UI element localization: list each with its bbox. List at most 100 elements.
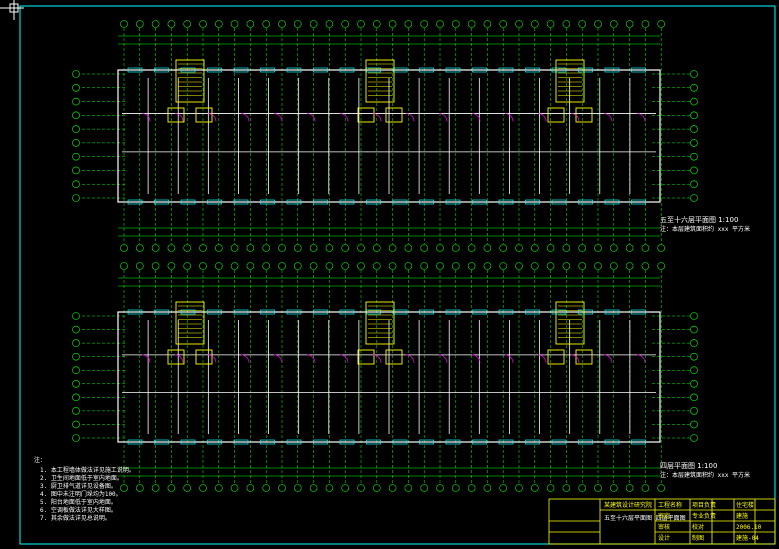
axis-bubble <box>451 244 460 252</box>
elevator-shaft <box>357 107 375 123</box>
window <box>260 309 275 315</box>
axis-bubble <box>530 262 539 270</box>
axis-bubble <box>120 262 128 270</box>
stair-core <box>365 301 395 345</box>
door-swing <box>537 113 547 122</box>
lower-plan-title: 四层平面图 1:100 <box>660 462 717 470</box>
axis-bubble <box>293 262 302 270</box>
axis-bubble <box>293 244 302 252</box>
axis-bubble <box>499 262 508 270</box>
window <box>551 439 567 445</box>
axis-bubble <box>167 244 176 252</box>
note-item: 4. 图中未注明门垛均为100。 <box>40 490 122 498</box>
axis-bubble <box>690 434 698 442</box>
axis-bubble <box>609 20 618 28</box>
axis-bubble <box>72 407 80 415</box>
axis-bubble <box>609 262 618 270</box>
axis-bubble <box>690 180 698 189</box>
elevator-shaft <box>385 349 403 365</box>
stair-core <box>175 301 205 345</box>
title-block-field: 项目负责 <box>692 501 716 509</box>
note-item: 5. 阳台地面低于室内地面。 <box>40 498 117 506</box>
axis-bubble <box>72 152 80 161</box>
axis-bubble <box>499 244 508 252</box>
window <box>127 439 143 445</box>
axis-bubble <box>483 20 492 28</box>
axis-bubble <box>594 244 602 252</box>
window <box>551 67 567 73</box>
window <box>392 67 408 73</box>
door-swing <box>207 113 217 122</box>
axis-bubble <box>278 244 286 252</box>
window <box>604 67 620 73</box>
axis-bubble <box>72 166 80 175</box>
window <box>180 309 196 315</box>
axis-bubble <box>499 20 508 28</box>
window <box>207 67 222 73</box>
window <box>233 439 249 445</box>
axis-bubble <box>483 244 492 252</box>
door-swing <box>273 354 283 363</box>
general-notes: 注： 1. 本工程墙体做法详见施工说明。 2. 卫生间地面低于室内地面。 3. … <box>34 456 135 522</box>
axis-bubble <box>230 484 239 492</box>
window <box>260 439 275 445</box>
axis-bubble <box>262 244 271 252</box>
door-swing <box>174 113 184 122</box>
window <box>631 67 646 73</box>
title-block-value: 2006.10 <box>736 524 762 531</box>
elevator-shaft <box>167 107 185 123</box>
axis-bubble <box>690 111 698 120</box>
note-item: 6. 空调板做法详见大样图。 <box>40 506 117 514</box>
door-swing <box>603 113 613 122</box>
axis-bubble <box>625 484 634 492</box>
axis-bubble <box>388 484 397 492</box>
axis-bubble <box>657 262 666 270</box>
window <box>631 199 646 205</box>
window <box>313 439 328 445</box>
axis-bubble <box>72 180 80 189</box>
title-block-field: 工程名称 <box>658 501 682 509</box>
title-block-field: 设计 <box>658 534 670 542</box>
axis-bubble <box>167 262 176 270</box>
axis-bubble <box>72 325 80 334</box>
door-swing <box>141 354 151 363</box>
elevator-shaft <box>195 107 213 123</box>
axis-bubble <box>436 20 444 28</box>
door-swing <box>339 113 349 122</box>
axis-bubble <box>293 484 302 492</box>
axis-bubble <box>151 484 160 492</box>
axis-bubble <box>372 484 381 492</box>
axis-bubble <box>436 484 444 492</box>
title-block-field: 审定 <box>658 512 670 520</box>
axis-bubble <box>436 244 444 252</box>
window <box>180 199 196 205</box>
axis-bubble <box>594 20 602 28</box>
axis-bubble <box>578 262 587 270</box>
door-swing <box>306 354 316 363</box>
window <box>498 309 514 315</box>
axis-bubble <box>690 312 698 320</box>
axis-bubble <box>641 244 650 252</box>
axis-bubble <box>690 339 698 347</box>
stair-core <box>175 59 205 103</box>
title-block-field: 审核 <box>658 523 670 531</box>
door-swing <box>636 113 646 122</box>
window <box>578 439 593 445</box>
window <box>498 67 514 73</box>
upper-plan-title: 五至十六层平面图 1:100 <box>660 215 738 224</box>
window <box>233 67 249 73</box>
window <box>154 67 169 73</box>
axis-bubble <box>309 244 318 252</box>
window <box>154 439 169 445</box>
title-block <box>548 498 776 545</box>
axis-bubble <box>546 244 555 252</box>
window <box>233 199 249 205</box>
note-item: 2. 卫生间地面低于室内地面。 <box>40 474 123 482</box>
axis-bubble <box>578 20 587 28</box>
axis-bubble <box>278 20 286 28</box>
title-block-field: 制图 <box>692 534 704 542</box>
axis-bubble <box>278 484 286 492</box>
axis-bubble <box>499 484 508 492</box>
axis-bubble <box>562 262 571 270</box>
axis-bubble <box>357 20 365 28</box>
